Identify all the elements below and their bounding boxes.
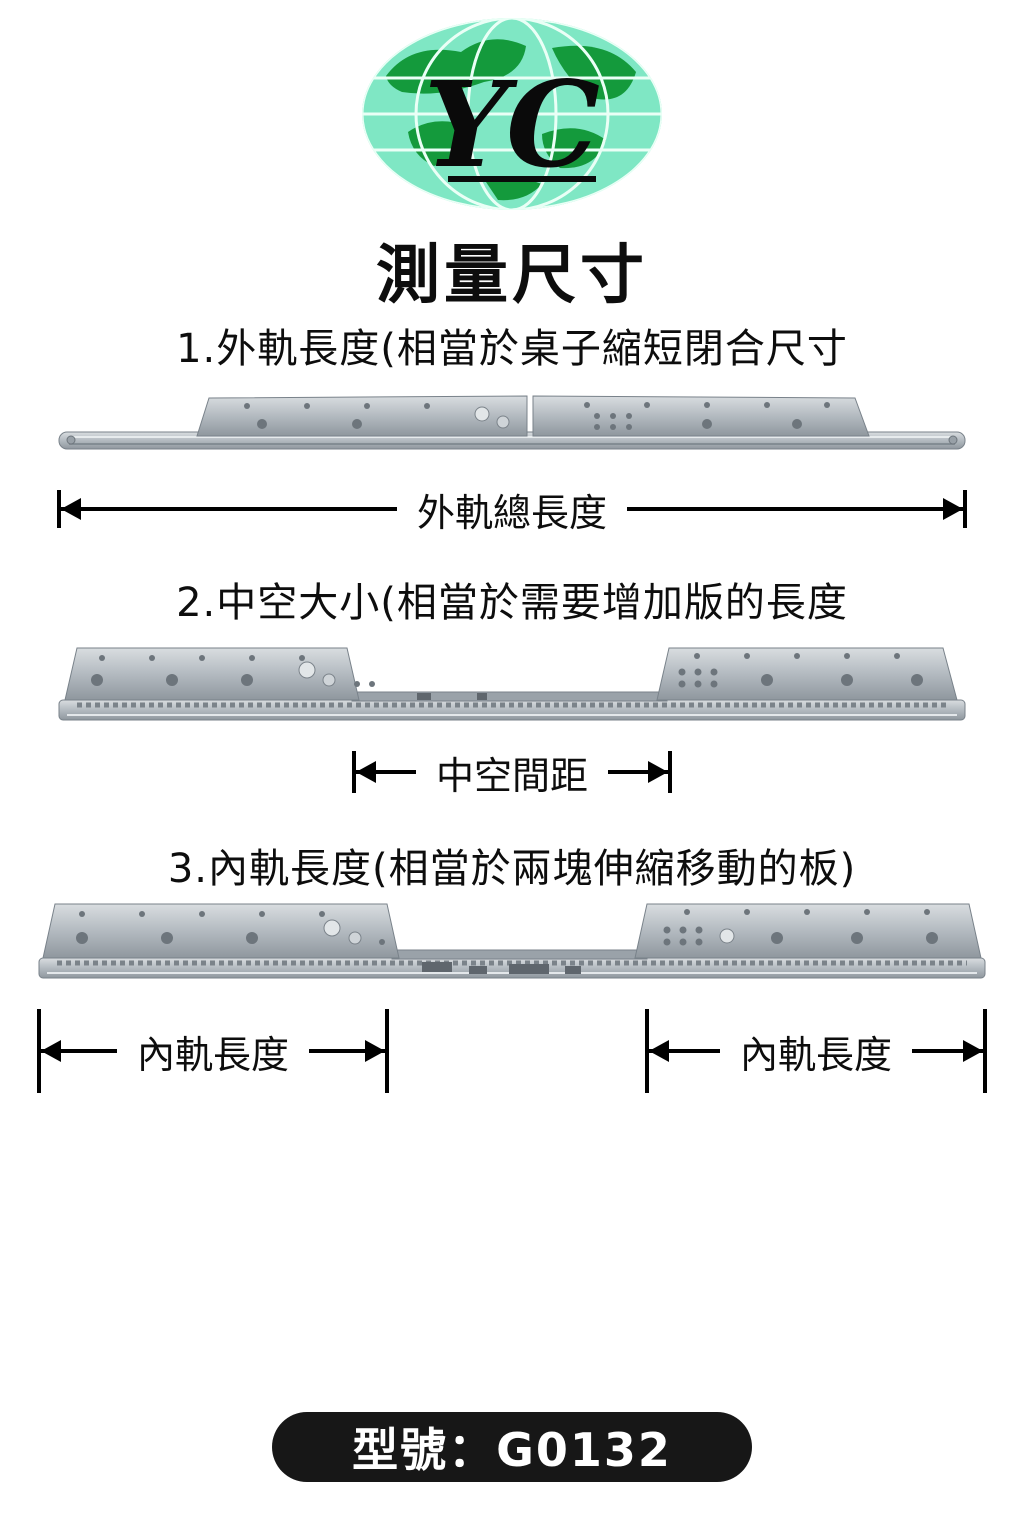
- dimension-hollow-gap: 中空間距: [352, 748, 673, 798]
- dimension-row-inner-rails: 內軌長度 內軌長度: [37, 1006, 988, 1096]
- dimension-inner-rail-right: 內軌長度: [645, 1006, 988, 1096]
- dimension-tick: [385, 1009, 390, 1093]
- dimension-tick: [645, 1009, 649, 1093]
- dimension-arrow-left: [649, 1049, 720, 1053]
- globe-logo-icon: YC: [362, 18, 662, 210]
- section-3-heading: 3.內軌長度(相當於兩塊伸縮移動的板): [167, 846, 857, 892]
- dimension-tick: [983, 1009, 988, 1093]
- dimension-arrow-right: [627, 507, 964, 511]
- dimension-arrow-left: [356, 770, 416, 774]
- dimension-arrow-right: [608, 770, 669, 774]
- dimension-arrow-right: [912, 1049, 984, 1053]
- dimension-arrow-left: [41, 1049, 117, 1053]
- dimension-outer-rail-total: 外軌總長度: [57, 486, 968, 535]
- dimension-tick: [57, 490, 61, 528]
- dimension-inner-rail-left: 內軌長度: [37, 1006, 390, 1096]
- dimension-label: 內軌長度: [740, 1032, 893, 1077]
- section-1-heading: 1.外軌長度(相當於桌子縮短閉合尺寸: [176, 326, 848, 372]
- page-title: 測量尺寸: [376, 239, 648, 313]
- brand-logo: YC: [356, 14, 668, 220]
- rail-photo-closed: [58, 395, 966, 450]
- dimension-arrow-right: [309, 1049, 386, 1053]
- dimension-tick: [37, 1009, 41, 1093]
- model-number-text: 型號：G0132: [352, 1423, 672, 1477]
- dimension-label: 外軌總長度: [417, 490, 608, 535]
- rail-photo-extended: [58, 647, 966, 721]
- dimension-tick: [963, 490, 968, 528]
- dimension-arrow-left: [61, 507, 397, 511]
- logo-text: YC: [424, 55, 600, 194]
- dimension-tick: [352, 751, 356, 793]
- section-2-heading: 2.中空大小(相當於需要增加版的長度: [176, 580, 848, 626]
- dimension-label: 中空間距: [436, 753, 589, 798]
- dimension-label: 內軌長度: [137, 1032, 290, 1077]
- dimension-tick: [668, 751, 673, 793]
- model-number-badge: 型號：G0132: [272, 1412, 752, 1482]
- rail-photo-fully-extended: [38, 903, 986, 979]
